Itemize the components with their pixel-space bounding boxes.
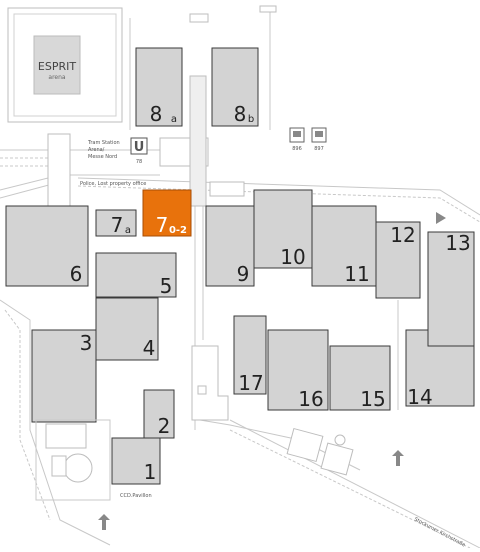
svg-text:a: a <box>171 114 177 125</box>
svg-text:4: 4 <box>143 336 156 360</box>
svg-text:15: 15 <box>360 387 385 411</box>
service-building <box>191 345 229 421</box>
svg-text:16: 16 <box>298 387 323 411</box>
svg-text:8: 8 <box>234 102 247 126</box>
hall-10[interactable]: 10 <box>253 189 313 269</box>
small-building <box>259 5 277 13</box>
hall-3[interactable]: 3 <box>31 329 97 423</box>
svg-text:U: U <box>134 140 145 155</box>
esprit-arena[interactable]: ESPRIT arena <box>7 7 123 123</box>
svg-text:6: 6 <box>70 262 83 286</box>
hall-2[interactable]: 2 <box>143 389 175 439</box>
svg-text:897: 897 <box>314 146 324 152</box>
annex-building <box>47 133 71 207</box>
arena-logo-sub: arena <box>48 74 66 81</box>
svg-text:14: 14 <box>407 385 432 409</box>
hall-16[interactable]: 16 <box>267 329 329 411</box>
hall-8b[interactable]: 8 b <box>211 47 259 127</box>
svg-text:Tram Station: Tram Station <box>87 140 120 146</box>
police-building <box>209 181 245 197</box>
arena-logo-main: ESPRIT <box>38 60 76 73</box>
svg-text:78: 78 <box>136 159 142 165</box>
svg-text:2: 2 <box>158 414 171 438</box>
svg-text:17: 17 <box>238 371 263 395</box>
hall-4[interactable]: 4 <box>95 297 159 361</box>
svg-text:7: 7 <box>111 213 124 237</box>
svg-text:0-2: 0-2 <box>169 225 187 236</box>
ccd-area: CCD.Pavillon <box>35 419 152 501</box>
svg-text:7: 7 <box>156 213 169 237</box>
hall-17[interactable]: 17 <box>233 315 267 395</box>
pavilion-label: CCD.Pavillon <box>120 493 152 499</box>
hall-1[interactable]: 1 <box>111 437 161 485</box>
parking-area <box>286 427 354 476</box>
hall-13[interactable]: 13 <box>427 231 475 347</box>
svg-text:5: 5 <box>160 274 173 298</box>
svg-text:10: 10 <box>280 245 305 269</box>
bus-icon: 896 <box>289 127 305 152</box>
hall-14[interactable]: 14 <box>405 329 475 409</box>
hall-8a[interactable]: 8 a <box>135 47 183 127</box>
svg-text:12: 12 <box>390 223 415 247</box>
hall-7-highlighted[interactable]: 7 0-2 <box>142 189 192 237</box>
tram-station: Tram Station Arena/ Messe Nord <box>87 140 120 160</box>
entrance-arrow-icon <box>392 450 404 466</box>
entrance-arrow-icon <box>436 212 446 224</box>
svg-text:8: 8 <box>150 102 163 126</box>
u-bahn-icon: U 78 <box>130 137 148 165</box>
svg-text:11: 11 <box>344 262 369 286</box>
hall-12[interactable]: 12 <box>375 221 421 299</box>
police-label: Police, Lost property office <box>80 181 146 187</box>
entrance-arrow-icon <box>98 514 110 530</box>
svg-text:9: 9 <box>237 262 250 286</box>
hall-15[interactable]: 15 <box>329 345 391 411</box>
svg-text:b: b <box>248 114 254 125</box>
svg-text:3: 3 <box>80 331 93 355</box>
svg-text:896: 896 <box>292 146 302 152</box>
svg-text:Arena/: Arena/ <box>88 147 105 153</box>
hall-5[interactable]: 5 <box>95 252 177 298</box>
hall-11[interactable]: 11 <box>311 205 377 287</box>
kiosk-outline <box>189 13 209 23</box>
street-label: Stockumer Kirchstraße <box>413 516 466 548</box>
svg-text:Messe Nord: Messe Nord <box>88 154 117 160</box>
hall-7a[interactable]: 7 a <box>95 209 137 237</box>
hall-6[interactable]: 6 <box>5 205 89 287</box>
svg-text:1: 1 <box>144 460 157 484</box>
bus-icon: 897 <box>311 127 327 152</box>
svg-text:a: a <box>125 225 131 236</box>
svg-text:13: 13 <box>445 231 470 255</box>
hall-9[interactable]: 9 <box>205 205 255 287</box>
walkway <box>189 75 207 207</box>
